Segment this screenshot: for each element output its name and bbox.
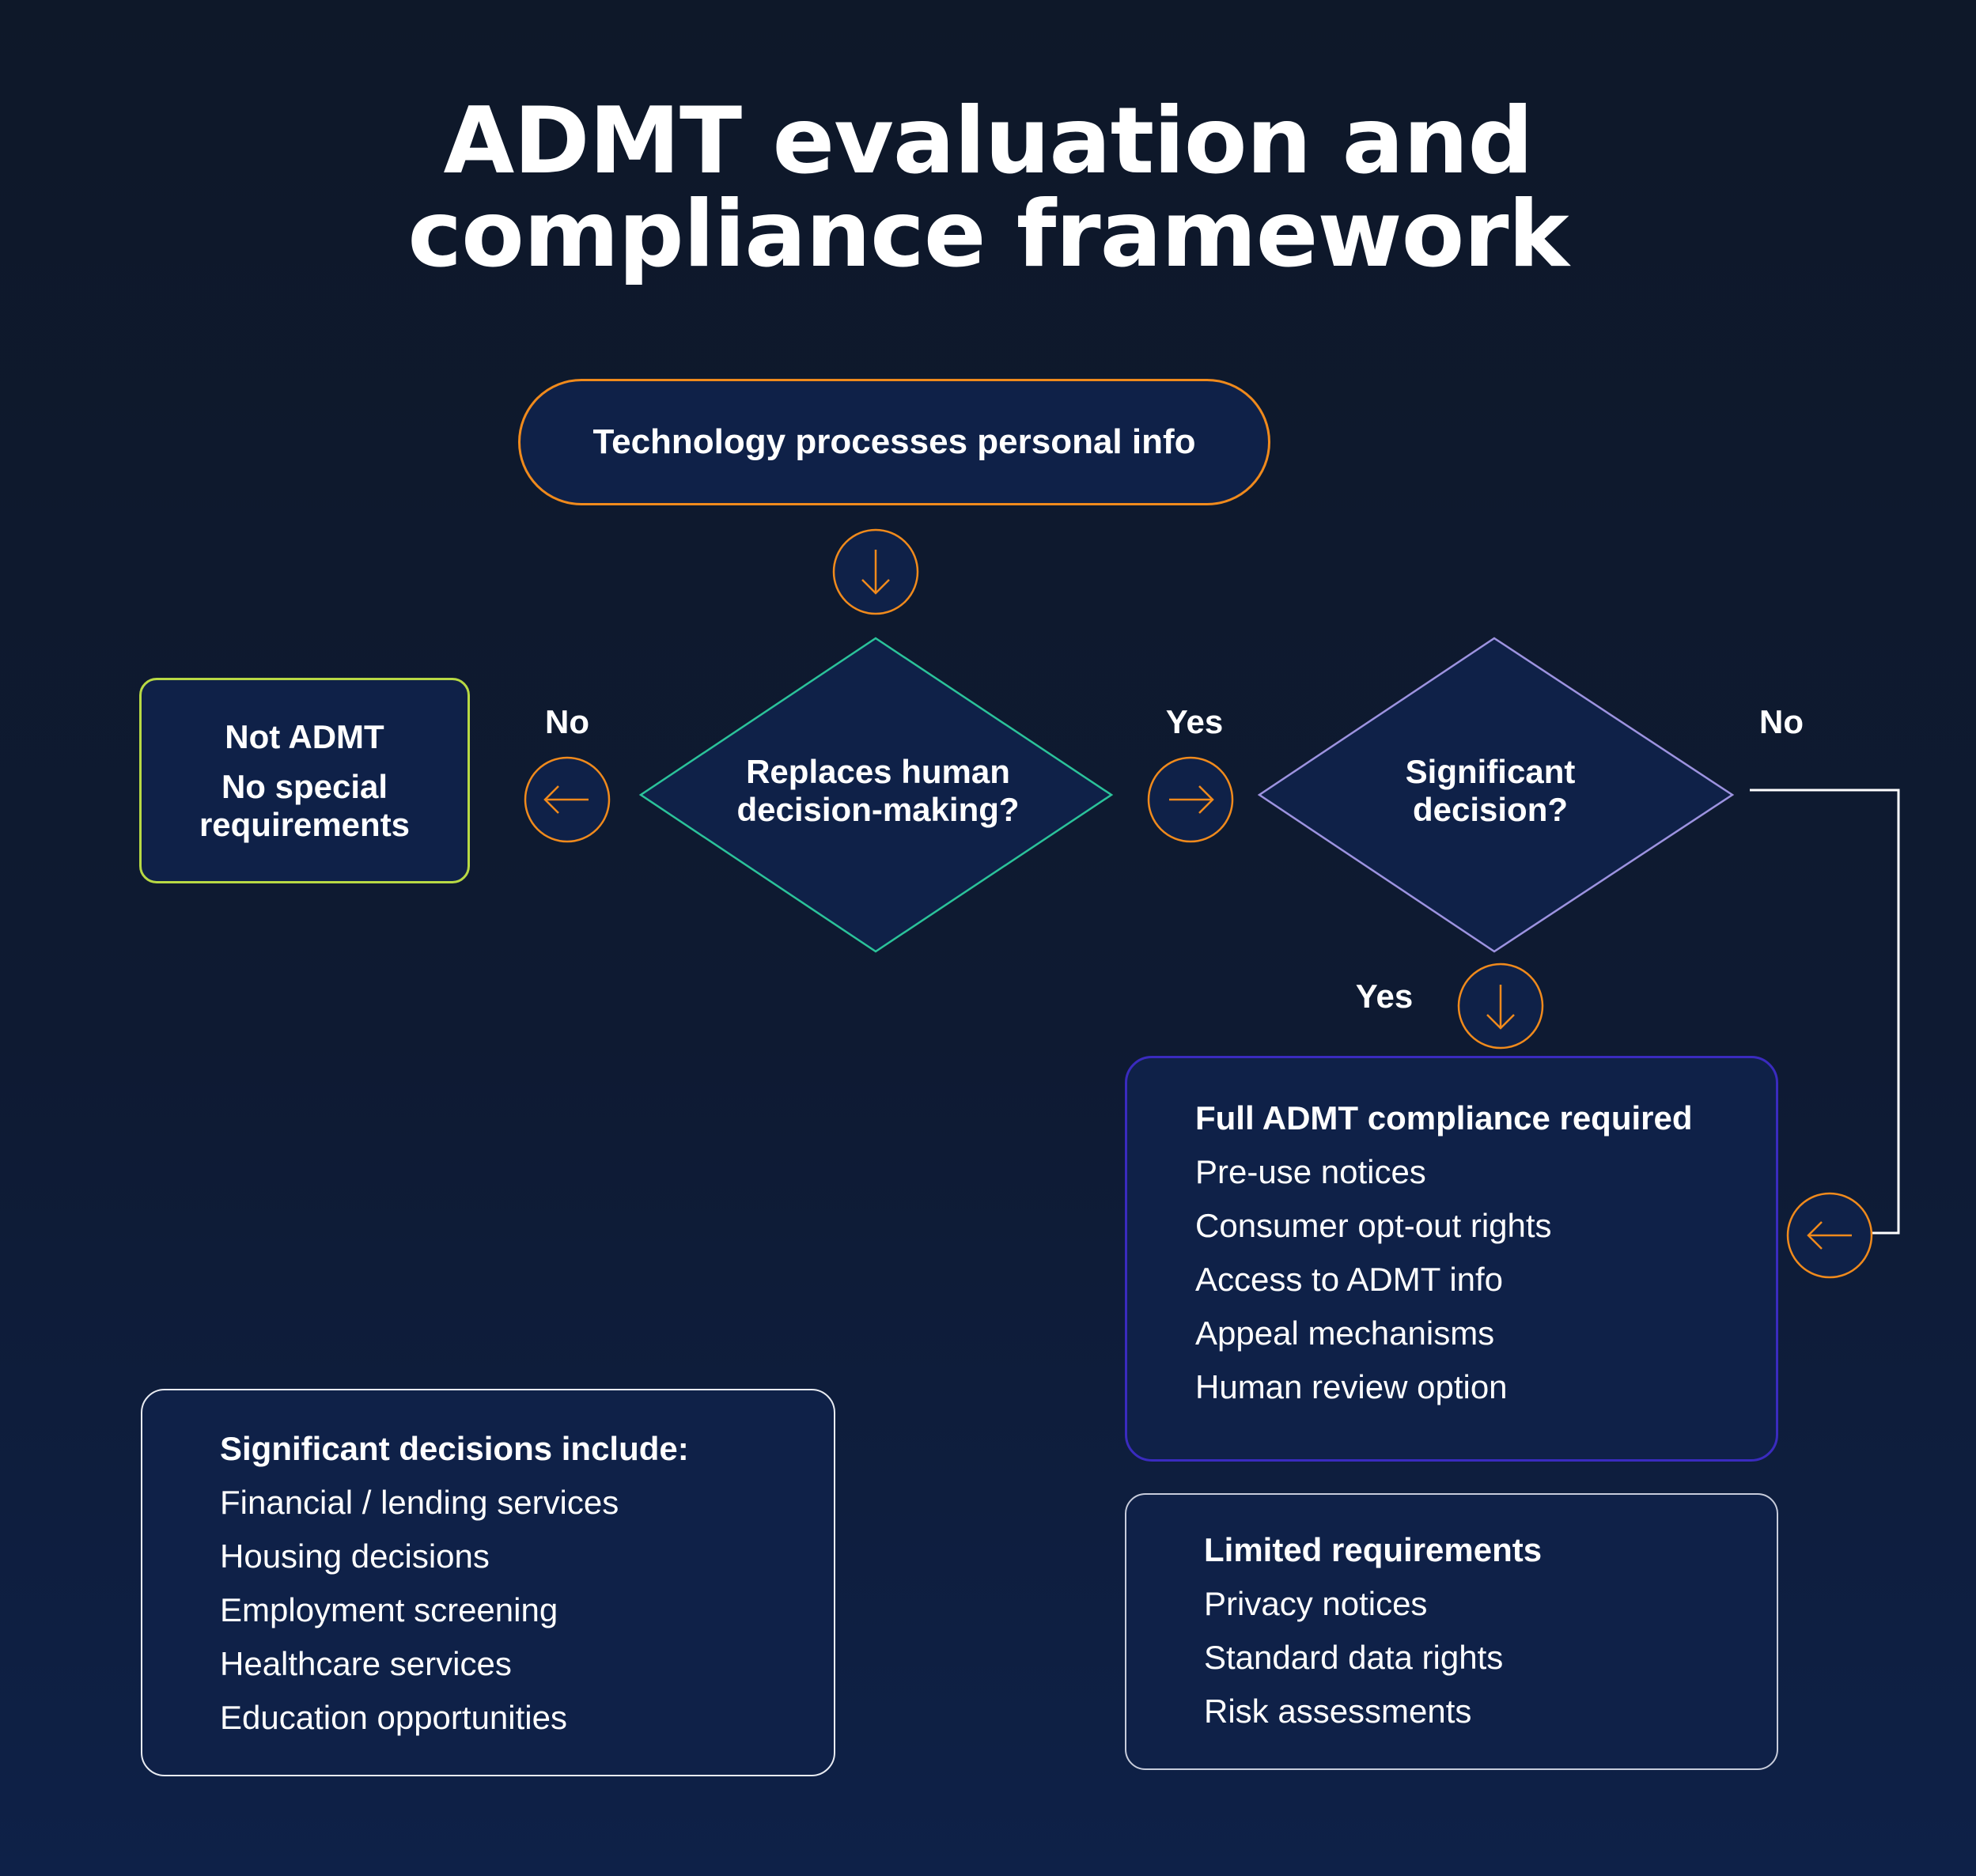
decision-1-line-1: Replaces human [746,753,1010,790]
list-item: Standard data rights [1204,1639,1504,1676]
title-line-2: compliance framework [407,181,1569,288]
not-admt-line-2: requirements [199,806,411,843]
list-item: Healthcare services [220,1645,512,1682]
start-node[interactable]: Technology processes personal info [518,379,1270,505]
significant-decisions-box[interactable]: Significant decisions include: Financial… [141,1389,835,1776]
not-admt-title: Not ADMT [225,718,384,755]
list-item: Access to ADMT info [1195,1261,1504,1298]
page-title: ADMT evaluation and compliance framework [0,95,1976,282]
list-item: Privacy notices [1204,1585,1428,1622]
decision-diamond-significant[interactable] [1257,637,1735,953]
list-item: Appeal mechanisms [1195,1314,1495,1352]
list-item: Education opportunities [220,1699,567,1736]
arrow-right-icon [1147,756,1234,843]
full-compliance-title: Full ADMT compliance required [1195,1099,1693,1137]
decision-2-no-label: No [1759,703,1804,740]
significant-decisions-title: Significant decisions include: [220,1430,689,1467]
list-item: Housing decisions [220,1537,490,1575]
decision-2-yes-label: Yes [1355,978,1414,1015]
start-node-label: Technology processes personal info [592,422,1196,461]
title-line-1: ADMT evaluation and [443,88,1534,195]
decision-2-line-2: decision? [1412,791,1569,828]
not-admt-line-1: No special [221,768,388,805]
list-item: Pre-use notices [1195,1153,1426,1190]
list-item: Consumer opt-out rights [1195,1207,1552,1244]
decision-2-line-1: Significant [1405,753,1576,790]
decision-2-text: Significant decision? [1406,753,1576,829]
decision-1-line-2: decision-making? [736,791,1020,828]
decision-1-yes-label: Yes [1165,703,1224,740]
list-item: Human review option [1195,1368,1508,1405]
list-item: Risk assessments [1204,1693,1472,1730]
decision-1-no-label: No [545,703,589,740]
list-item: Financial / lending services [220,1484,619,1521]
arrow-left-icon [524,756,611,843]
full-compliance-box[interactable]: Full ADMT compliance required Pre-use no… [1125,1056,1778,1462]
list-item: Employment screening [220,1591,558,1628]
not-admt-box[interactable]: Not ADMT No special requirements [139,678,470,883]
limited-requirements-title: Limited requirements [1204,1531,1543,1568]
decision-1-text: Replaces human decision-making? [736,753,1019,829]
decision-diamond-replaces-human[interactable] [638,637,1114,953]
limited-requirements-box[interactable]: Limited requirements Privacy notices Sta… [1125,1493,1778,1770]
arrow-left-icon [1786,1192,1873,1279]
arrow-down-icon [832,528,919,615]
no-connector-line [1750,789,1900,1235]
arrow-down-icon [1457,963,1544,1050]
